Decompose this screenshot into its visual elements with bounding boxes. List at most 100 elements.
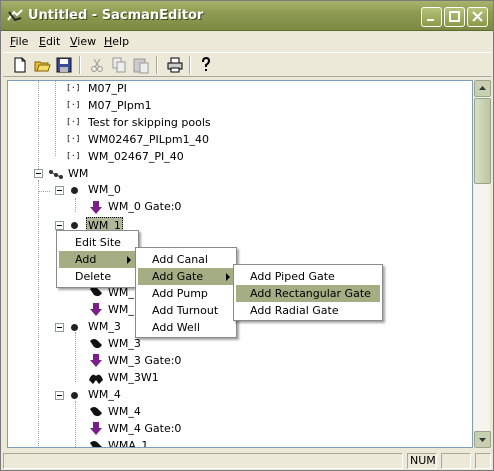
toolbar-separator [189, 56, 191, 74]
toolbar-separator [156, 56, 158, 74]
tree-guide [38, 180, 39, 447]
tree-item-wma-1[interactable]: WMA_1 [108, 439, 149, 448]
canal-icon [90, 339, 102, 349]
menu-item-add-rectangular-gate[interactable]: Add Rectangular Gate [236, 285, 380, 302]
open-icon[interactable] [33, 56, 51, 74]
minimize-icon [427, 19, 434, 21]
tree-item-wm-0[interactable]: WM_0 [88, 183, 121, 196]
well-icon [89, 374, 103, 384]
pool-icon: [·] [66, 100, 80, 109]
collapse-toggle[interactable] [34, 169, 43, 178]
tree-guide [75, 401, 76, 447]
tree-item-wm-3[interactable]: WM_3 [88, 320, 121, 333]
site-dot-icon [71, 392, 78, 399]
svg-text:[·]: [·] [66, 134, 80, 143]
tree-item-wm-0-gate[interactable]: WM_0 Gate:0 [108, 200, 182, 213]
arrow-down-icon [479, 438, 486, 442]
pool-icon: [·] [66, 83, 80, 92]
save-icon[interactable] [55, 56, 73, 74]
svg-text:[·]: [·] [66, 151, 80, 160]
help-icon[interactable] [197, 56, 215, 74]
collapse-toggle[interactable] [55, 186, 64, 195]
menu-edit-mnemonic: E [39, 35, 46, 48]
menu-edit[interactable]: Edit [39, 35, 60, 48]
menu-item-add-radial-gate[interactable]: Add Radial Gate [250, 304, 339, 317]
svg-text:[·]: [·] [66, 83, 80, 92]
submenu-arrow-icon [226, 273, 230, 281]
print-icon[interactable] [166, 56, 184, 74]
svg-text:[·]: [·] [66, 100, 80, 109]
menu-bar: File Edit View Help [1, 32, 493, 52]
gate-arrow-icon [90, 354, 102, 367]
tree-guide [55, 81, 56, 156]
tree-item-m07-pi[interactable]: M07_PI [88, 82, 127, 95]
gate-arrow-icon [90, 303, 102, 316]
copy-icon[interactable] [110, 56, 128, 74]
minimize-button[interactable] [421, 7, 442, 27]
tree-guide [75, 332, 76, 382]
scroll-up-button[interactable] [474, 80, 491, 97]
tree-item-wm02467-pilpm1[interactable]: WM02467_PILpm1_40 [88, 133, 210, 146]
menu-item-add-gate[interactable]: Add Gate [138, 268, 234, 285]
menu-item-delete[interactable]: Delete [75, 270, 112, 283]
tree-guide [38, 81, 39, 171]
menu-item-add-canal[interactable]: Add Canal [152, 253, 208, 266]
scroll-thumb[interactable] [474, 98, 491, 184]
maximize-button[interactable] [444, 7, 465, 27]
site-dot-icon [71, 187, 78, 194]
collapse-toggle[interactable] [55, 221, 64, 230]
menu-help-label: elp [112, 35, 130, 48]
tree-item-wm-3-well[interactable]: WM_3W1 [108, 371, 159, 384]
status-message-pane [3, 453, 403, 469]
tree-item-wm[interactable]: WM [68, 167, 89, 180]
gate-submenu: Add Piped Gate Add Rectangular Gate Add … [233, 264, 383, 321]
collapse-toggle[interactable] [55, 391, 64, 400]
tree-item-test-pools[interactable]: Test for skipping pools [88, 116, 211, 129]
pool-icon: [·] [66, 117, 80, 126]
menu-item-add[interactable]: Add [59, 251, 136, 268]
svg-text:[·]: [·] [66, 117, 80, 126]
maximize-icon [449, 11, 460, 22]
tree-item-wm-2-gate[interactable]: WM_ [108, 303, 134, 316]
num-lock-indicator: NUM [407, 453, 437, 469]
tree-item-wm-3-gate[interactable]: WM_3 Gate:0 [108, 354, 182, 367]
menu-item-add-pump[interactable]: Add Pump [152, 287, 208, 300]
tree-item-wm-02467-pi[interactable]: WM_02467_PI_40 [88, 150, 184, 163]
pool-icon: [·] [66, 134, 80, 143]
site-tree[interactable]: [·] M07_PI [·] M07_PIpm1 [·] Test for sk… [7, 80, 473, 448]
tree-item-m07-pipm1[interactable]: M07_PIpm1 [88, 99, 152, 112]
site-dot-icon [71, 222, 78, 229]
tree-item-wm-3-canal[interactable]: WM_3 [108, 337, 141, 350]
paste-icon[interactable] [132, 56, 150, 74]
menu-view[interactable]: View [70, 35, 96, 48]
menu-file-mnemonic: F [10, 35, 16, 48]
menu-item-add-label: Add [75, 253, 97, 266]
cut-icon[interactable] [88, 56, 106, 74]
new-icon[interactable] [11, 56, 29, 74]
menu-file[interactable]: File [10, 35, 28, 48]
menu-item-add-turnout[interactable]: Add Turnout [152, 304, 219, 317]
menu-item-add-piped-gate[interactable]: Add Piped Gate [250, 270, 335, 283]
close-button[interactable] [467, 7, 488, 27]
tree-item-wm-4[interactable]: WM_4 [88, 388, 121, 401]
menu-item-add-well[interactable]: Add Well [152, 321, 200, 334]
title-bar[interactable]: Untitled - SacmanEditor [1, 1, 493, 31]
toolbar-separator [79, 56, 81, 74]
menu-item-add-gate-label: Add Gate [152, 270, 204, 283]
menu-view-label: iew [77, 35, 97, 48]
canal-icon [90, 407, 102, 417]
menu-file-label: ile [15, 35, 29, 48]
pool-icon: [·] [66, 151, 80, 160]
tree-item-wm-4-gate[interactable]: WM_4 Gate:0 [108, 422, 182, 435]
canal-icon [90, 441, 102, 447]
network-icon [49, 170, 63, 179]
tree-item-wm-2-child[interactable]: WM_ [108, 286, 134, 299]
vertical-scrollbar[interactable] [473, 80, 491, 448]
menu-help[interactable]: Help [104, 35, 129, 48]
add-submenu: Add Canal Add Gate Add Pump Add Turnout … [135, 247, 237, 338]
collapse-toggle[interactable] [55, 323, 64, 332]
scroll-down-button[interactable] [474, 431, 491, 448]
gate-arrow-icon [90, 201, 102, 214]
menu-item-edit-site[interactable]: Edit Site [75, 236, 121, 249]
tree-item-wm-4-canal[interactable]: WM_4 [108, 405, 141, 418]
